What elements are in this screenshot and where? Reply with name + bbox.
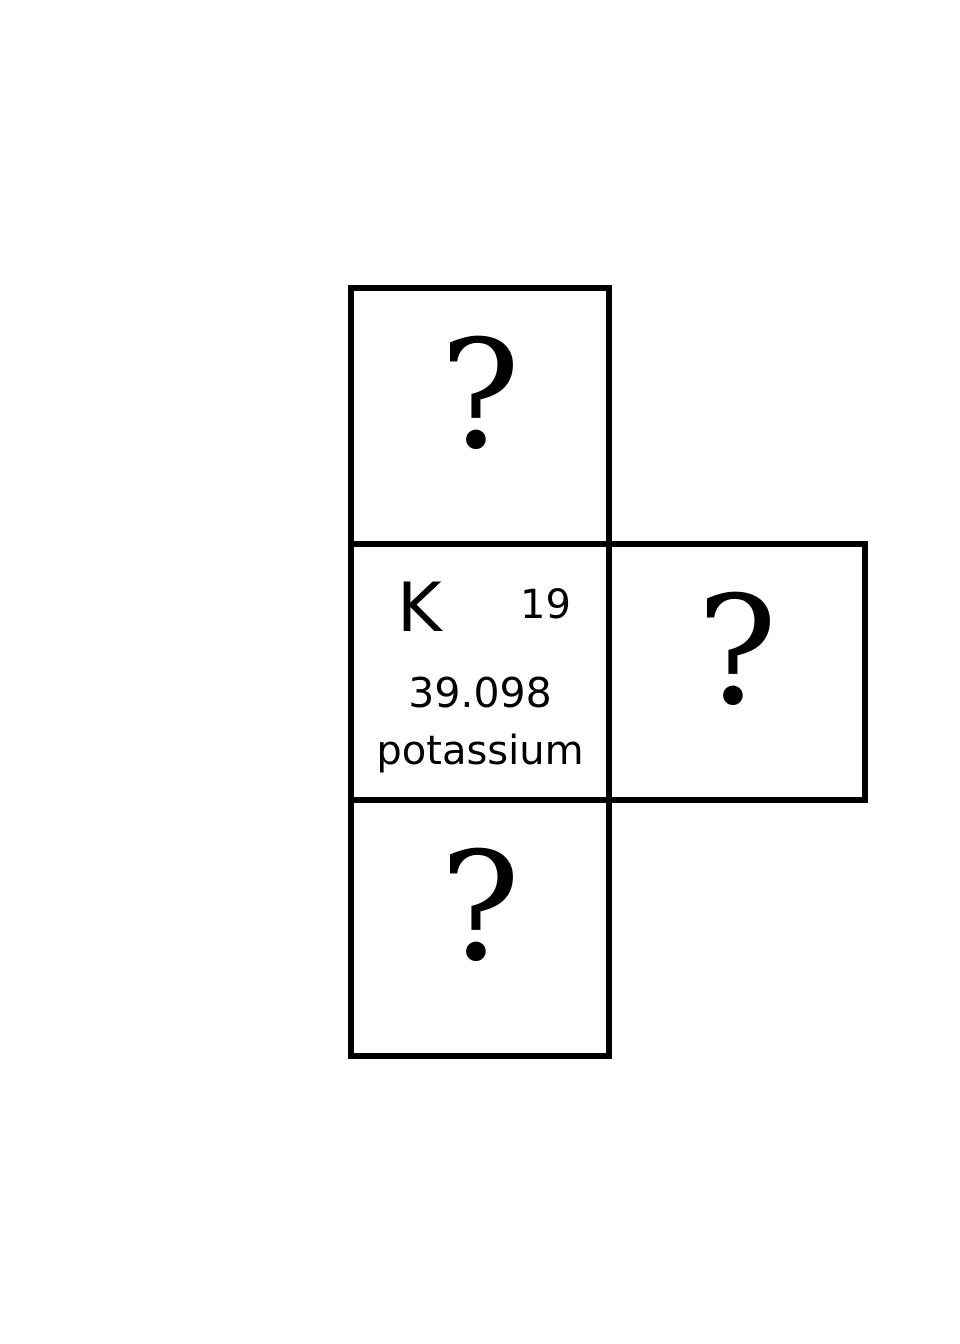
element-name: potassium — [376, 728, 584, 774]
element-symbol: K — [397, 569, 442, 648]
unknown-element-cell-below: ? — [348, 797, 612, 1059]
unknown-element-cell-right: ? — [606, 541, 868, 803]
atomic-number: 19 — [520, 582, 571, 628]
question-mark: ? — [439, 821, 521, 995]
unknown-element-cell-above: ? — [348, 285, 612, 547]
question-mark: ? — [439, 309, 521, 483]
atomic-mass: 39.098 — [408, 669, 552, 717]
question-mark: ? — [696, 565, 778, 739]
potassium-element-cell: K 19 39.098 potassium — [348, 541, 612, 803]
